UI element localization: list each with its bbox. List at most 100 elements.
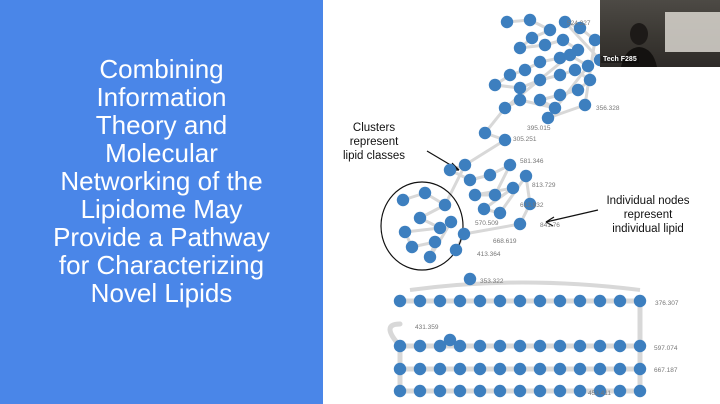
network-edge — [443, 164, 467, 206]
network-node — [633, 339, 647, 353]
network-node — [438, 198, 452, 212]
network-node — [581, 59, 595, 73]
title-line: for Characterizing — [58, 250, 265, 280]
presenter-silhouette — [621, 23, 657, 67]
network-node — [533, 362, 547, 376]
annotation-line: individual lipid — [612, 223, 684, 235]
network-node — [613, 384, 627, 398]
network-edge — [463, 222, 521, 236]
node-label: 581.346 — [520, 158, 544, 165]
network-node — [558, 15, 572, 29]
arrow-head — [545, 216, 555, 227]
title-line: Novel Lipids — [90, 278, 233, 308]
network-node — [457, 227, 471, 241]
network-node — [593, 339, 607, 353]
network-node — [488, 188, 502, 202]
node-label: 395.015 — [527, 125, 551, 132]
network-node — [493, 294, 507, 308]
network-node — [453, 294, 467, 308]
network-node — [513, 217, 527, 231]
network-node — [503, 158, 517, 172]
network-node — [405, 240, 419, 254]
node-label: 841.76 — [540, 222, 560, 229]
network-node — [588, 33, 602, 47]
network-node — [519, 169, 533, 183]
network-node — [513, 339, 527, 353]
network-node — [593, 384, 607, 398]
network-node — [393, 294, 407, 308]
network-node — [398, 225, 412, 239]
network-node — [553, 294, 567, 308]
network-node — [477, 202, 491, 216]
network-node — [413, 294, 427, 308]
network-node — [573, 384, 587, 398]
network-node — [513, 81, 527, 95]
network-node — [513, 362, 527, 376]
title-line: Networking of the — [60, 166, 263, 196]
node-label: 431.359 — [415, 324, 439, 331]
network-node — [493, 206, 507, 220]
annotation-line: Individual nodes — [606, 195, 690, 207]
network-node — [393, 362, 407, 376]
network-node — [478, 126, 492, 140]
network-node — [444, 215, 458, 229]
network-node — [533, 294, 547, 308]
whiteboard — [665, 12, 720, 52]
network-node — [533, 55, 547, 69]
network-node — [413, 339, 427, 353]
network-node — [578, 98, 592, 112]
network-node — [553, 51, 567, 65]
arrow-line — [545, 209, 599, 223]
network-node — [396, 193, 410, 207]
network-node — [525, 31, 539, 45]
network-node — [613, 294, 627, 308]
network-node — [393, 339, 407, 353]
network-node — [503, 68, 517, 82]
network-node — [553, 339, 567, 353]
network-node — [583, 73, 597, 87]
network-node — [473, 384, 487, 398]
network-node — [413, 362, 427, 376]
node-label: 524.327 — [567, 20, 591, 27]
network-node — [418, 186, 432, 200]
network-node — [433, 294, 447, 308]
network-node — [513, 294, 527, 308]
network-node — [538, 38, 552, 52]
network-node — [573, 362, 587, 376]
cluster-circle — [380, 181, 464, 271]
network-node — [533, 93, 547, 107]
network-node — [553, 362, 567, 376]
webcam-name-label: Tech F285 — [601, 56, 639, 63]
network-node — [433, 384, 447, 398]
node-label: 813.729 — [532, 182, 556, 189]
network-node — [593, 294, 607, 308]
webcam-thumbnail[interactable] — [600, 0, 720, 67]
network-node — [413, 211, 427, 225]
network-node — [433, 339, 447, 353]
network-node — [633, 384, 647, 398]
network-node — [473, 339, 487, 353]
network-node — [553, 68, 567, 82]
node-label: 356.328 — [596, 105, 620, 112]
network-node — [556, 33, 570, 47]
node-label: 353.322 — [480, 278, 504, 285]
network-node — [453, 339, 467, 353]
node-label: 376.307 — [655, 300, 679, 307]
network-node — [573, 339, 587, 353]
title-line: Theory and — [95, 110, 228, 140]
network-node — [463, 272, 477, 286]
network-node — [518, 63, 532, 77]
node-label: 413.364 — [477, 251, 501, 258]
network-node — [543, 23, 557, 37]
network-node — [453, 384, 467, 398]
node-label: 305.251 — [513, 136, 537, 143]
network-node — [498, 101, 512, 115]
network-node — [443, 333, 457, 347]
network-node — [513, 41, 527, 55]
network-node — [498, 133, 512, 147]
network-edge — [563, 20, 602, 62]
node-label: 613.932 — [520, 202, 544, 209]
network-node — [433, 221, 447, 235]
network-edge — [498, 175, 528, 214]
